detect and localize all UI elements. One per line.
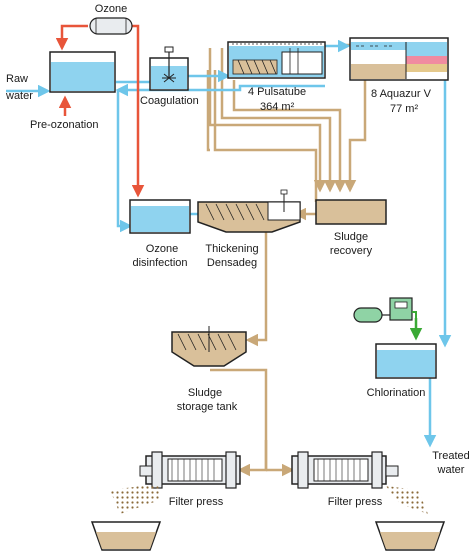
label-pulsatube-line1: 4 Pulsatube bbox=[248, 86, 306, 98]
sludge-recovery-tank bbox=[315, 199, 387, 225]
label-sludge-storage-line1: Sludge bbox=[188, 387, 222, 399]
ozone-generator bbox=[89, 17, 133, 35]
label-raw-water-line2: water bbox=[5, 90, 33, 102]
label-sludge-storage-line2: storage tank bbox=[177, 401, 238, 413]
filter-press-left bbox=[110, 451, 241, 514]
label-ozone-disinfection-line1: Ozone bbox=[146, 243, 178, 255]
label-sludge-recovery-line1: Sludge bbox=[334, 231, 368, 243]
chlorination-tank bbox=[375, 343, 437, 379]
densadeg-thickener bbox=[197, 189, 301, 233]
chlorinator bbox=[353, 297, 417, 323]
water-lines bbox=[6, 39, 452, 448]
label-filter-press-left: Filter press bbox=[169, 496, 224, 508]
label-raw-water-line1: Raw bbox=[6, 73, 28, 85]
label-ozone-disinfection-line2: disinfection bbox=[132, 257, 187, 269]
sludge-bin-left bbox=[90, 521, 162, 551]
label-thickening-line2: Densadeg bbox=[207, 257, 257, 269]
pulsatube-clarifier bbox=[227, 41, 326, 79]
aquazur-filter bbox=[349, 37, 449, 81]
ozone-disinfection-tank bbox=[129, 199, 191, 234]
label-pulsatube-line2: 364 m² bbox=[260, 101, 295, 113]
label-treated-water-line2: water bbox=[437, 464, 465, 476]
label-sludge-recovery-line2: recovery bbox=[330, 245, 373, 257]
label-ozone: Ozone bbox=[95, 3, 127, 15]
label-treated-water-line1: Treated bbox=[432, 450, 470, 462]
sludge-lines bbox=[206, 43, 367, 477]
pre-ozonation-tank bbox=[49, 51, 116, 93]
sludge-bin-right bbox=[374, 521, 446, 551]
label-coagulation: Coagulation bbox=[140, 95, 199, 107]
label-thickening-line1: Thickening bbox=[205, 243, 258, 255]
label-chlorination: Chlorination bbox=[367, 387, 426, 399]
label-pre-ozonation: Pre-ozonation bbox=[30, 119, 99, 131]
label-aquazur-line2: 77 m² bbox=[390, 103, 418, 115]
sludge-storage-tank bbox=[171, 326, 247, 367]
labels: Ozone Raw water Pre-ozonation Coagulatio… bbox=[5, 3, 470, 508]
label-aquazur-line1: 8 Aquazur V bbox=[371, 88, 432, 100]
filter-press-right bbox=[291, 451, 428, 514]
coagulation-tank bbox=[149, 46, 189, 91]
ozone-lines bbox=[55, 24, 145, 198]
label-filter-press-right: Filter press bbox=[328, 496, 383, 508]
